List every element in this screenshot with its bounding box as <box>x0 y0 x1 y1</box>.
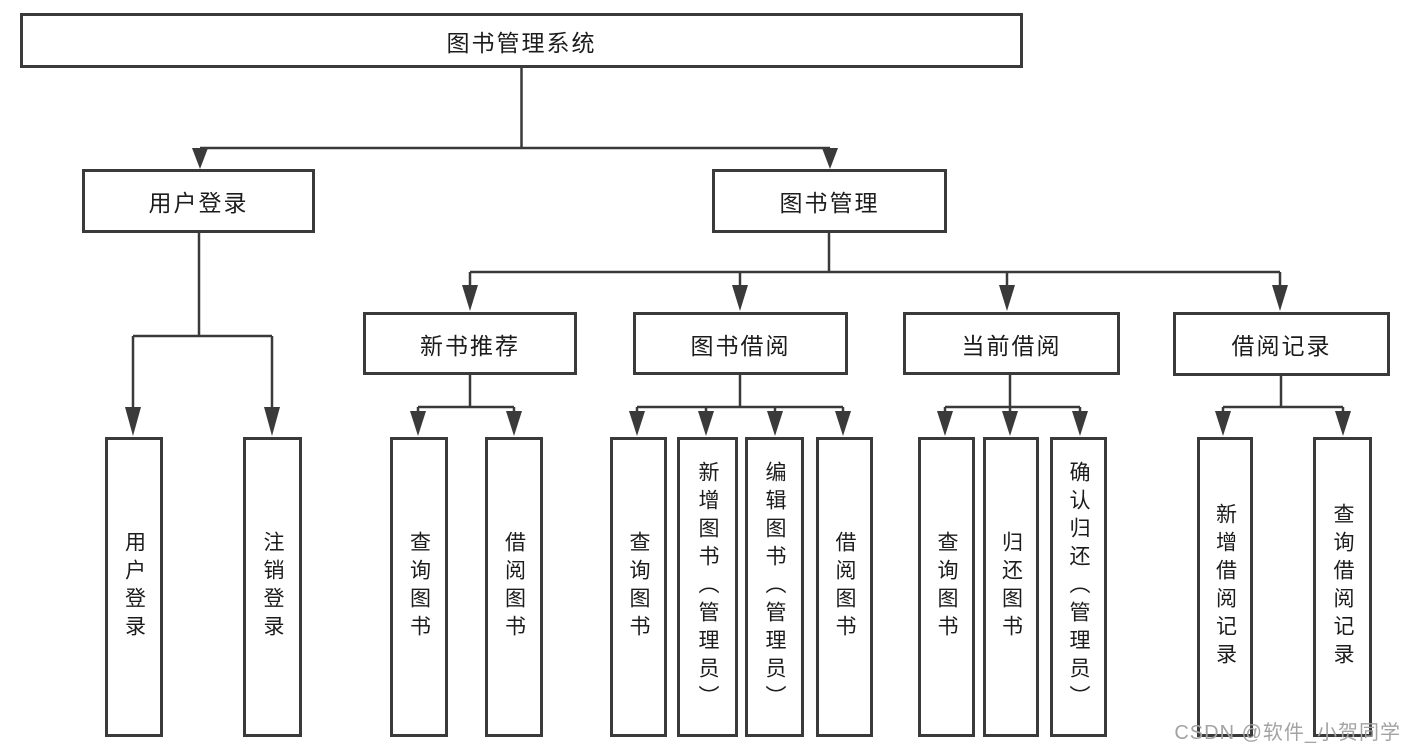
leaf-borrow-books-recommend-label: 借阅图书 <box>502 531 526 643</box>
connector-current-borrow-branch <box>943 375 1082 414</box>
leaf-query-books-current-label: 查询图书 <box>935 531 958 643</box>
leaf-query-borrow-record: 查询借阅记录 <box>1313 437 1372 737</box>
leaf-query-books-recommend-label: 查询图书 <box>407 531 431 643</box>
node-book-borrow: 图书借阅 <box>633 312 848 375</box>
leaf-query-books-borrow: 查询图书 <box>610 437 667 737</box>
connector-book-borrow-branch <box>635 375 845 414</box>
connector-root-branch <box>198 68 832 152</box>
leaf-borrow-books: 借阅图书 <box>816 437 873 737</box>
leaf-add-borrow-record-label: 新增借阅记录 <box>1213 503 1237 671</box>
node-borrow-record: 借阅记录 <box>1173 312 1390 376</box>
leaf-query-books-current: 查询图书 <box>918 437 975 737</box>
csdn-watermark: CSDN @软件_小贺同学 <box>1174 722 1401 744</box>
leaf-query-books-borrow-label: 查询图书 <box>627 531 650 643</box>
leaf-edit-books-admin-label: 编辑图书（管理员） <box>763 461 786 713</box>
leaf-borrow-books-label: 借阅图书 <box>833 531 856 643</box>
leaf-logout-label: 注销登录 <box>261 531 284 643</box>
node-new-book-recommend: 新书推荐 <box>363 312 577 375</box>
connector-new-book-branch <box>416 375 516 414</box>
node-user-login: 用户登录 <box>82 169 315 233</box>
leaf-return-books: 归还图书 <box>983 437 1039 737</box>
leaf-query-borrow-record-label: 查询借阅记录 <box>1331 503 1354 671</box>
leaf-query-books-recommend: 查询图书 <box>390 437 448 737</box>
leaf-edit-books-admin: 编辑图书（管理员） <box>745 437 804 737</box>
leaf-confirm-return-admin-label: 确认归还（管理员） <box>1067 461 1090 713</box>
leaf-logout: 注销登录 <box>243 437 302 737</box>
leaf-return-books-label: 归还图书 <box>999 531 1023 643</box>
connector-book-mgmt-branch <box>468 233 1282 288</box>
leaf-confirm-return-admin: 确认归还（管理员） <box>1050 437 1107 737</box>
connector-user-login-branch <box>131 233 274 410</box>
node-root-library-system: 图书管理系统 <box>20 13 1023 68</box>
leaf-user-login-label: 用户登录 <box>122 531 146 643</box>
leaf-borrow-books-recommend: 借阅图书 <box>485 437 543 737</box>
connector-borrow-record-branch <box>1221 376 1345 414</box>
leaf-add-books-admin-label: 新增图书（管理员） <box>696 461 719 713</box>
leaf-user-login: 用户登录 <box>105 437 163 737</box>
leaf-add-books-admin: 新增图书（管理员） <box>677 437 738 737</box>
node-book-management: 图书管理 <box>712 169 947 233</box>
node-current-borrow: 当前借阅 <box>903 312 1120 375</box>
leaf-add-borrow-record: 新增借阅记录 <box>1197 437 1253 737</box>
